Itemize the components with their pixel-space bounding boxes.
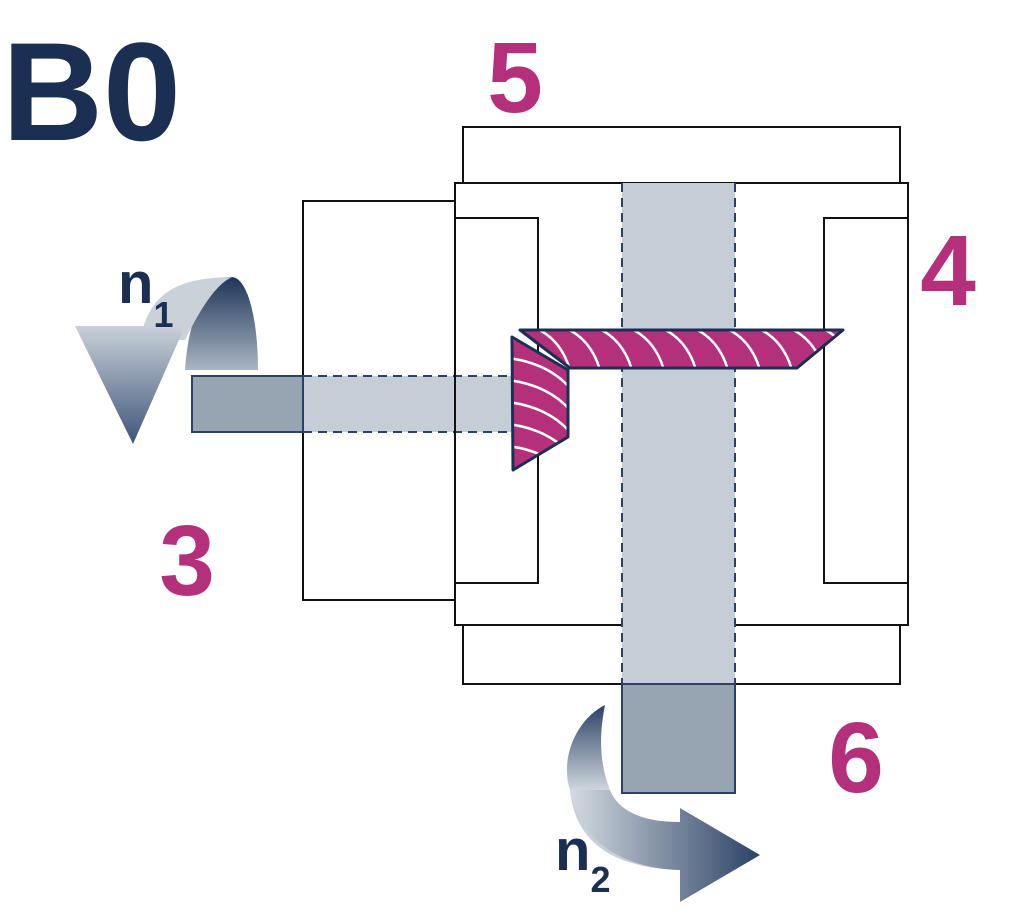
crown-gear <box>518 328 845 370</box>
output-shaft <box>621 683 736 794</box>
output-shaft-hidden <box>622 183 735 684</box>
diagram-title: B0 <box>2 13 181 170</box>
input-shaft-hidden <box>303 376 513 432</box>
label-6: 6 <box>828 702 884 814</box>
input-speed-label: n1 <box>118 251 173 335</box>
output-speed-label: n2 <box>555 818 610 900</box>
input-rotation-arrow-icon <box>75 276 258 444</box>
right-bearing <box>823 217 909 584</box>
output-rotation-arrow-icon <box>566 705 760 902</box>
label-4: 4 <box>920 215 976 327</box>
label-5: 5 <box>487 22 543 134</box>
input-shaft <box>191 375 304 433</box>
label-3: 3 <box>159 505 215 617</box>
top-cover <box>462 126 901 184</box>
